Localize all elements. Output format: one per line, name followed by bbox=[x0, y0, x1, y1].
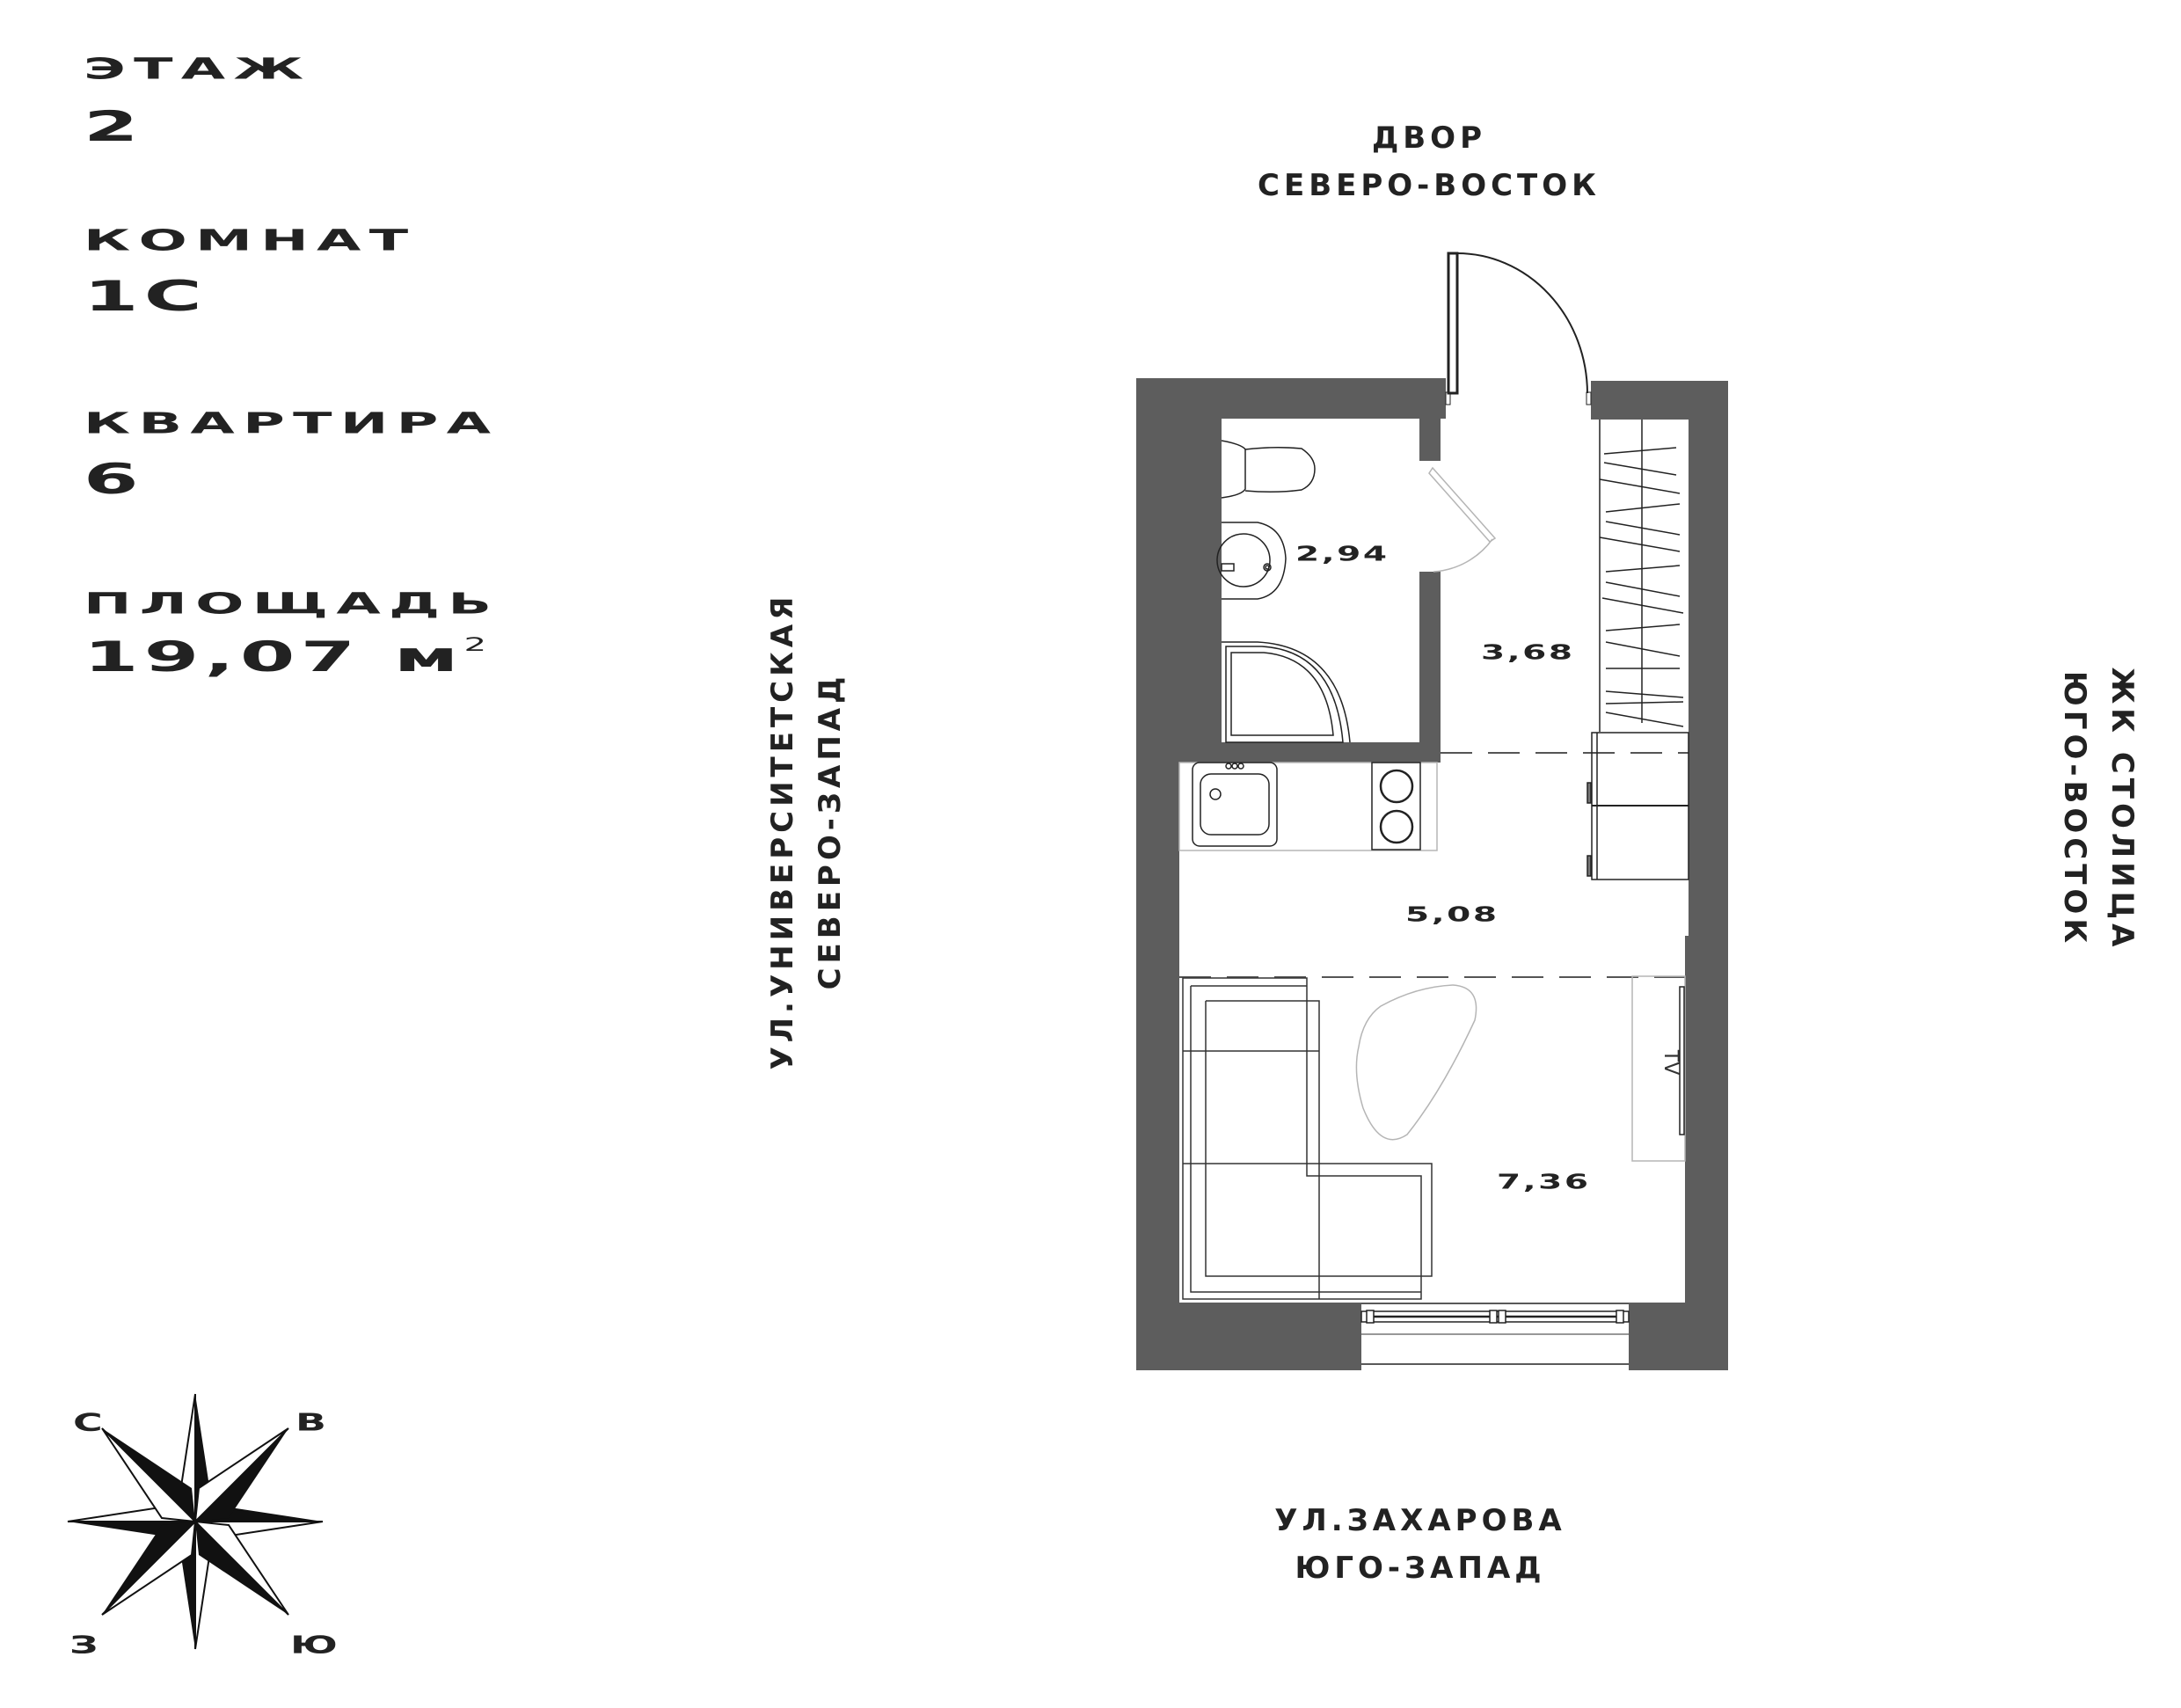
coffee-table bbox=[1355, 984, 1477, 1141]
apartment-label: КВАРТИРА bbox=[84, 405, 500, 441]
kitchen-area-label: 5,08 bbox=[1405, 902, 1499, 927]
compass-rose bbox=[67, 1393, 324, 1650]
tv-stand: TV bbox=[1631, 975, 1686, 1162]
area-value: 19,07 м bbox=[84, 631, 464, 682]
tv-label: TV bbox=[1659, 1049, 1681, 1076]
rooms-value: 1С bbox=[84, 271, 208, 321]
bathroom-area-label: 2,94 bbox=[1295, 542, 1390, 566]
area-label: ПЛОЩАДЬ bbox=[84, 586, 500, 621]
fridge-cabinet bbox=[1587, 732, 1689, 880]
bottom-label-line2: ЮГО-ЗАПАД bbox=[1295, 1551, 1546, 1586]
compass-west-label: З bbox=[69, 1631, 98, 1660]
top-label-line2: СЕВЕРО-ВОСТОК bbox=[1258, 168, 1601, 203]
floor-value: 2 bbox=[84, 101, 144, 151]
total-area: 19,07 м2 bbox=[84, 636, 486, 678]
bathroom-door bbox=[1428, 466, 1497, 573]
washbasin bbox=[1216, 522, 1287, 600]
wardrobe bbox=[1599, 420, 1684, 732]
shower-tray bbox=[1222, 641, 1351, 743]
rooms-label: КОМНАТ bbox=[84, 223, 417, 258]
corner-sofa bbox=[1182, 977, 1433, 1300]
bottom-label-line1: УЛ.ЗАХАРОВА bbox=[1274, 1503, 1566, 1538]
orientation-top: ДВОР СЕВЕРО-ВОСТОК bbox=[1227, 123, 1631, 201]
floor-label: ЭТАЖ bbox=[84, 51, 312, 86]
top-label-line1: ДВОР bbox=[1371, 120, 1487, 156]
compass-north-label: С bbox=[73, 1408, 103, 1437]
walls bbox=[1136, 378, 1728, 1370]
compass-east-label: В bbox=[295, 1408, 326, 1437]
hallway-area-label: 3,68 bbox=[1481, 640, 1575, 665]
entrance-door bbox=[1445, 252, 1592, 405]
zone-dividers bbox=[1179, 752, 1689, 978]
area-unit-superscript: 2 bbox=[463, 634, 487, 656]
apartment-number: 6 bbox=[84, 454, 144, 504]
kitchen-counter bbox=[1178, 762, 1438, 851]
living-area-label: 7,36 bbox=[1497, 1170, 1591, 1194]
orientation-bottom: УЛ.ЗАХАРОВА ЮГО-ЗАПАД bbox=[1236, 1506, 1605, 1583]
toilet bbox=[1221, 440, 1316, 499]
compass-south-label: Ю bbox=[290, 1631, 338, 1660]
window bbox=[1360, 1303, 1630, 1365]
